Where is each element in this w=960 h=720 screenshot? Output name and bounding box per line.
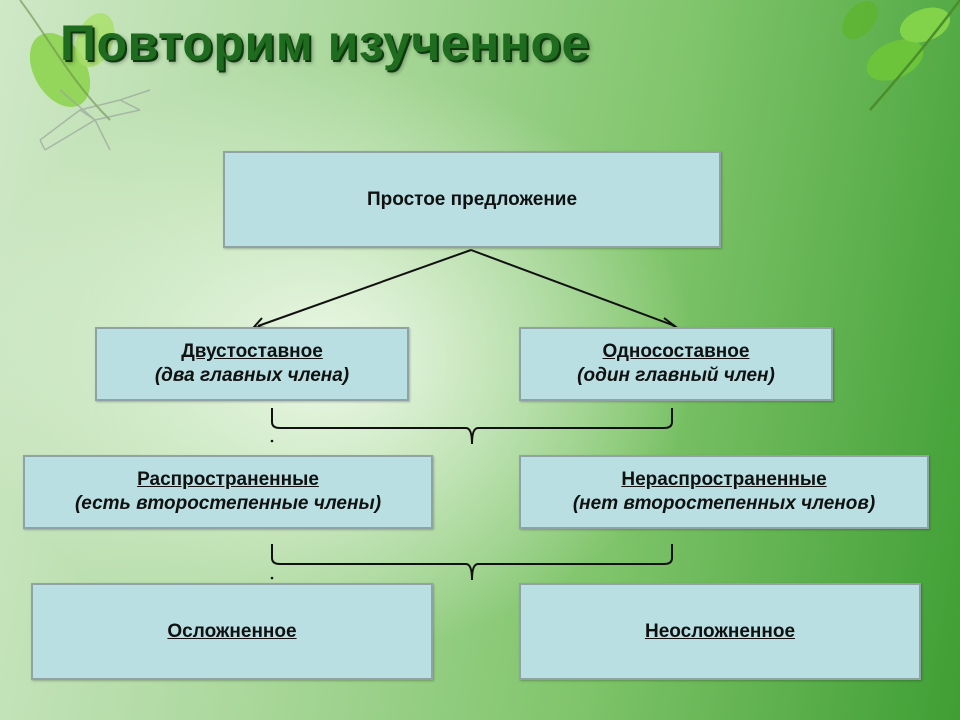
node-non-extended-sub: (нет второстепенных членов) xyxy=(572,493,876,514)
leaf-top-right-icon xyxy=(842,0,960,111)
root-node-label: Простое предложение xyxy=(366,188,578,210)
node-extended-sub: (есть второстепенные члены) xyxy=(74,493,382,514)
node-uncomplicated: Неосложненное xyxy=(519,583,921,680)
node-one-part-label: Односоставное xyxy=(602,341,750,362)
node-one-part-sub: (один главный член) xyxy=(577,365,775,386)
page-title: Повторим изученное xyxy=(60,15,590,71)
node-complicated: Осложненное xyxy=(31,583,433,680)
node-two-part: Двустоставное (два главных члена) xyxy=(95,327,409,401)
node-two-part-label: Двустоставное xyxy=(181,341,323,362)
node-non-extended: Нераспространенные (нет второстепенных ч… xyxy=(519,455,929,529)
web-decoration-icon xyxy=(39,89,151,151)
node-one-part: Односоставное (один главный член) xyxy=(519,327,833,401)
node-extended: Распространенные (есть второстепенные чл… xyxy=(23,455,433,529)
leaf-top-left-icon xyxy=(19,0,115,121)
node-two-part-sub: (два главных члена) xyxy=(154,365,350,386)
node-uncomplicated-label: Неосложненное xyxy=(644,620,796,642)
node-extended-label: Распространенные xyxy=(137,469,319,490)
node-non-extended-label: Нераспространенные xyxy=(621,469,827,490)
node-complicated-label: Осложненное xyxy=(167,620,297,642)
root-node-simple-sentence: Простое предложение xyxy=(223,151,721,248)
